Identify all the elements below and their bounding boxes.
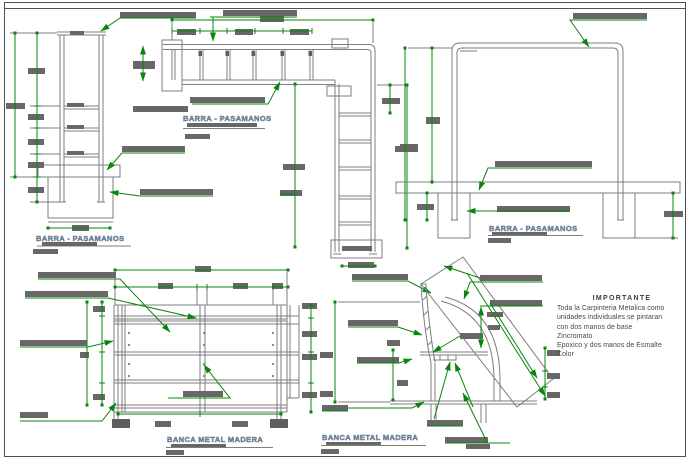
detail-bench-front	[20, 266, 317, 455]
important-note: IMPORTANTE Toda la Carpinteria Metalica …	[557, 295, 687, 360]
note-line: Toda la Carpinteria Metalica como	[557, 305, 665, 312]
note-line: Zincromato	[557, 332, 593, 340]
detail-title-bench-front: BANCA METAL MADERA	[167, 435, 264, 445]
note-line: con dos manos de base	[557, 323, 633, 331]
detail-bench-side	[320, 256, 560, 454]
detail-title-text: BARRA - PASAMANOS	[36, 234, 125, 244]
bolt-dots	[128, 332, 274, 377]
sheet-border	[4, 2, 686, 457]
detail-title-text: BANCA METAL MADERA	[322, 433, 419, 443]
note-line: Epoxico y dos manos de Esmalte	[557, 342, 662, 350]
detail-handrail-front	[395, 13, 683, 243]
note-heading: IMPORTANTE	[592, 295, 652, 302]
note-line: Color	[557, 351, 574, 359]
detail-title-text: BARRA - PASAMANOS	[489, 224, 578, 234]
detail-title-handrail-front: BARRA - PASAMANOS	[489, 224, 578, 234]
detail-ladder-side	[6, 12, 213, 254]
detail-title-text: BARRA - PASAMANOS	[183, 114, 272, 124]
detail-title-text: BANCA METAL MADERA	[167, 435, 264, 445]
detail-title-ladder-plan: BARRA - PASAMANOS	[183, 114, 272, 124]
detail-title-bench-side: BANCA METAL MADERA	[322, 433, 419, 443]
detail-title-ladder-side: BARRA - PASAMANOS	[36, 234, 125, 244]
note-line: unidades individuales se pintaran	[557, 314, 663, 322]
